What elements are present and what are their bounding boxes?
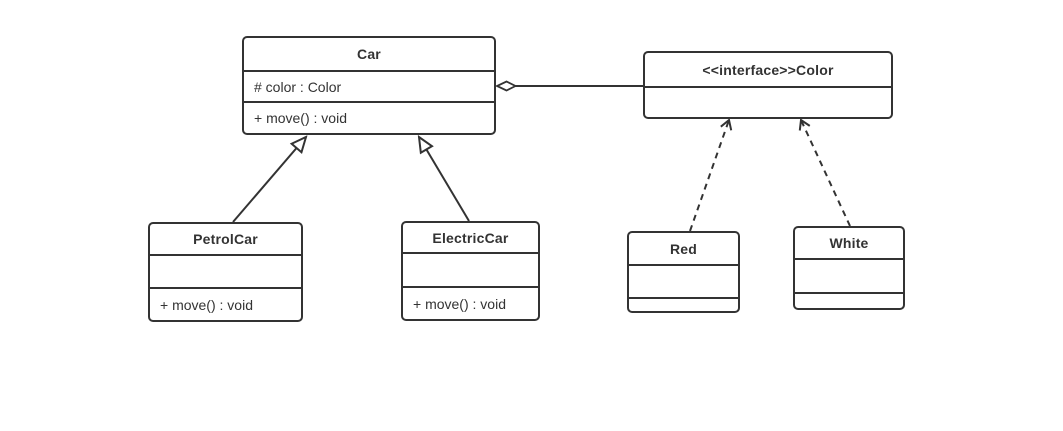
class-box-white[interactable]: White xyxy=(793,226,905,310)
car-title: Car xyxy=(357,46,381,62)
class-box-petrolcar[interactable]: PetrolCar + move() : void xyxy=(148,222,303,322)
electriccar-title: ElectricCar xyxy=(432,229,509,246)
generalization-electriccar-car[interactable] xyxy=(419,137,470,222)
white-title: White xyxy=(829,235,869,251)
car-attributes-compartment: # color : Color xyxy=(244,70,494,101)
petrolcar-method: + move() : void xyxy=(160,296,253,313)
dependency-white-color[interactable] xyxy=(798,118,851,227)
car-title-compartment: Car xyxy=(244,38,494,70)
color-title: <<interface>>Color xyxy=(702,61,834,78)
car-methods-compartment: + move() : void xyxy=(244,101,494,133)
dependency-red-color[interactable] xyxy=(689,118,733,232)
red-attributes-compartment xyxy=(629,264,738,297)
white-methods-compartment xyxy=(795,292,903,308)
petrolcar-title-compartment: PetrolCar xyxy=(150,224,301,254)
car-method: + move() : void xyxy=(254,110,347,126)
color-body-compartment xyxy=(645,86,891,117)
electriccar-title-compartment: ElectricCar xyxy=(403,223,538,252)
petrolcar-attributes-compartment xyxy=(150,254,301,287)
generalization-petrolcar-car[interactable] xyxy=(232,137,306,223)
white-title-compartment: White xyxy=(795,228,903,258)
interface-box-color[interactable]: <<interface>>Color xyxy=(643,51,893,119)
electriccar-method: + move() : void xyxy=(413,295,506,312)
class-box-car[interactable]: Car # color : Color + move() : void xyxy=(242,36,496,135)
red-title: Red xyxy=(669,240,698,257)
car-attribute: # color : Color xyxy=(254,78,342,95)
petrolcar-methods-compartment: + move() : void xyxy=(150,287,301,320)
red-methods-compartment xyxy=(629,297,738,311)
white-attributes-compartment xyxy=(795,258,903,292)
petrolcar-title: PetrolCar xyxy=(193,231,258,247)
electriccar-methods-compartment: + move() : void xyxy=(403,286,538,319)
class-box-red[interactable]: Red xyxy=(627,231,740,313)
class-box-electriccar[interactable]: ElectricCar + move() : void xyxy=(401,221,540,321)
red-title-compartment: Red xyxy=(629,233,738,264)
electriccar-attributes-compartment xyxy=(403,252,538,286)
color-title-compartment: <<interface>>Color xyxy=(645,53,891,86)
